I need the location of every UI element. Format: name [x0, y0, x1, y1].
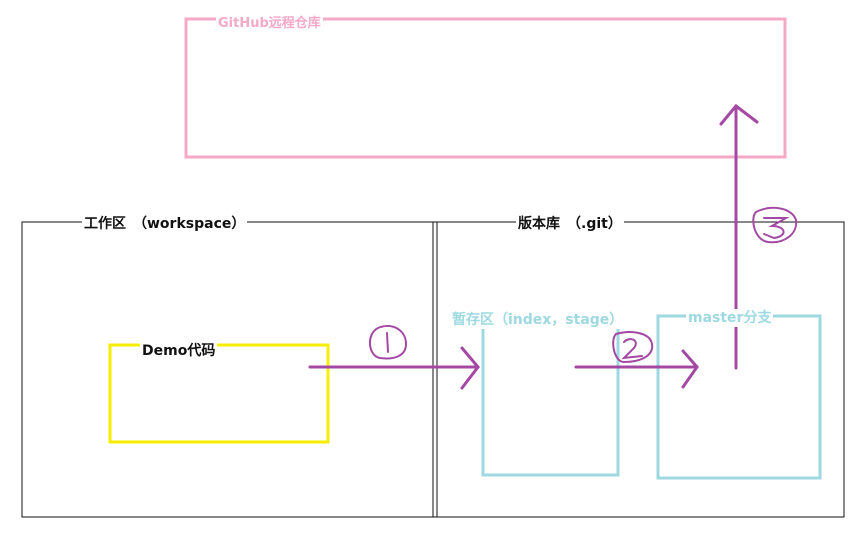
arrow-push	[719, 103, 759, 370]
repository-label: 版本库 （.git）	[516, 215, 624, 233]
repository-box	[432, 221, 845, 518]
github-remote-box	[184, 17, 787, 159]
step-2-marker	[612, 331, 654, 364]
workspace-label: 工作区 （workspace）	[82, 215, 248, 233]
stage-area-label: 暂存区（index，stage）	[450, 311, 626, 329]
github-remote-label: GitHub远程仓库	[216, 15, 323, 33]
arrow-commit	[574, 349, 699, 389]
demo-code-box	[108, 343, 330, 444]
step-3-marker	[752, 206, 798, 244]
workspace-box	[21, 221, 438, 518]
stage-area-box	[481, 314, 620, 477]
master-branch-label: master分支	[686, 309, 774, 327]
step-1-marker	[369, 325, 408, 360]
master-branch-box	[656, 314, 822, 480]
demo-code-label: Demo代码	[140, 342, 218, 360]
arrow-add	[308, 346, 480, 390]
